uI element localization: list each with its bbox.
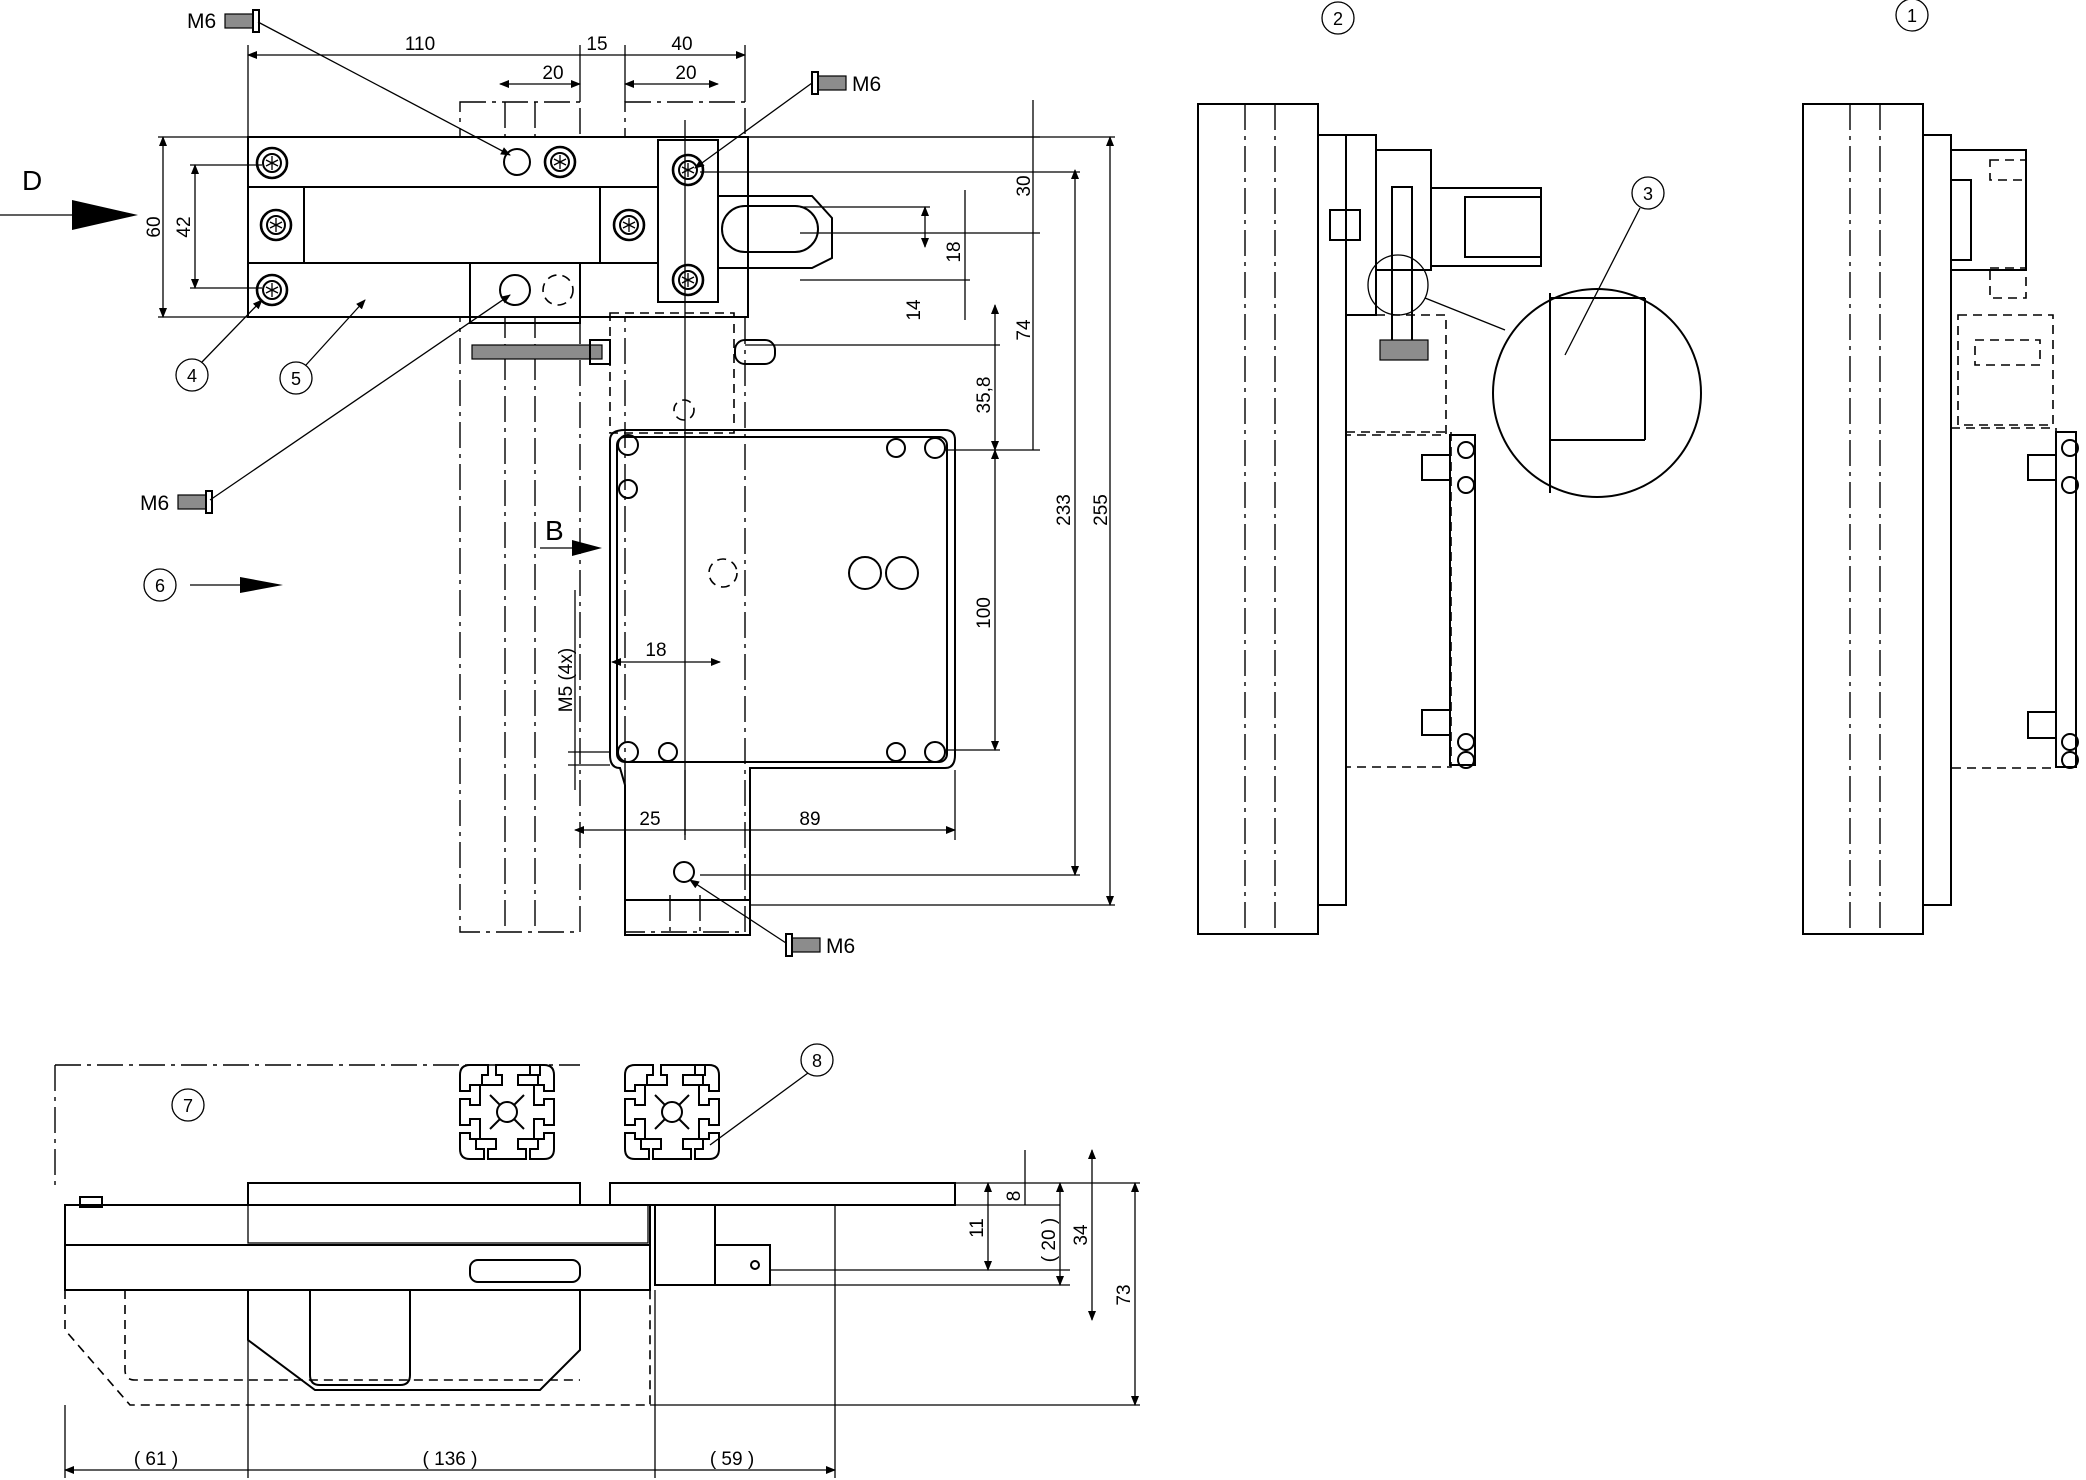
dim-14: 14 [904,299,925,321]
dim-20a: 20 [542,63,563,84]
dim-20b: 20 [675,63,696,84]
m6-label: M6 [187,10,216,33]
dim-18a: 18 [944,241,965,262]
dim-18b: 18 [645,640,666,661]
actuator-tongue [718,195,833,269]
profile-outline-left [459,101,581,933]
side-view-1 [1802,103,2079,935]
m6-screw-icon [224,13,254,29]
m6-screw-icon [177,494,207,510]
dim-255: 255 [1091,494,1112,526]
profile-section-icon [459,1064,555,1160]
dim-34: 34 [1071,1224,1092,1246]
arrow-icon [72,200,138,230]
dim-100: 100 [974,597,995,629]
screw-labels: M6 M6 M6 M6 [140,9,881,958]
m6-label: M6 [826,935,855,958]
view-b-label: B [545,515,564,546]
dim-11: 11 [967,1218,988,1238]
view-d-label: D [22,165,42,196]
m6-screw-icon [817,75,847,91]
side-view-2 [1197,103,1702,935]
front-view-dimensions: 110 15 40 20 20 60 42 30 18 14 74 35,8 2… [144,34,1115,906]
view-arrows: D B [0,165,602,593]
arrow-icon [572,540,602,556]
front-view [247,101,956,936]
callout-3: 3 [1643,184,1653,204]
dim-42: 42 [174,216,195,237]
dim-60: 60 [144,216,165,237]
thread-m5-label: M5 (4x) [556,648,577,712]
dim-40: 40 [671,34,692,55]
callout-2: 2 [1333,9,1343,29]
dim-20p: ( 20 ) [1039,1218,1060,1262]
profile-section-icon [624,1064,720,1160]
dim-110: 110 [405,34,435,55]
dim-73: 73 [1114,1284,1135,1305]
arrow-icon [240,577,283,593]
dim-233: 233 [1054,494,1075,526]
hole-icon [673,861,695,883]
top-view-dimensions: 11 8 ( 20 ) 34 73 ( 61 ) ( 136 ) ( 59 ) [64,1149,1140,1478]
switch-head [609,312,735,434]
dim-61: ( 61 ) [134,1449,178,1470]
dim-89: 89 [799,809,820,830]
callout-7: 7 [183,1096,193,1116]
dim-8: 8 [1004,1191,1025,1202]
top-view [54,1064,956,1406]
dim-35-8: 35,8 [974,377,995,414]
dim-74: 74 [1014,319,1035,341]
dim-15: 15 [586,34,607,55]
callout-6: 6 [155,576,165,596]
profile-outline-right [624,101,746,933]
callout-5: 5 [291,369,301,389]
m6-label: M6 [852,73,881,96]
m6-screw-icon [791,937,821,953]
dim-59: ( 59 ) [710,1449,754,1470]
dim-136: ( 136 ) [423,1449,478,1470]
dim-25: 25 [639,809,660,830]
actuator-bar [247,186,659,264]
callout-8: 8 [812,1051,822,1071]
callout-1: 1 [1907,6,1917,26]
callout-4: 4 [187,366,197,386]
dim-30: 30 [1014,175,1035,196]
m6-label: M6 [140,492,169,515]
callouts: 4 5 6 2 1 3 7 8 [143,0,1929,1146]
hole-icon [503,148,531,176]
detail-circle [1492,288,1702,498]
